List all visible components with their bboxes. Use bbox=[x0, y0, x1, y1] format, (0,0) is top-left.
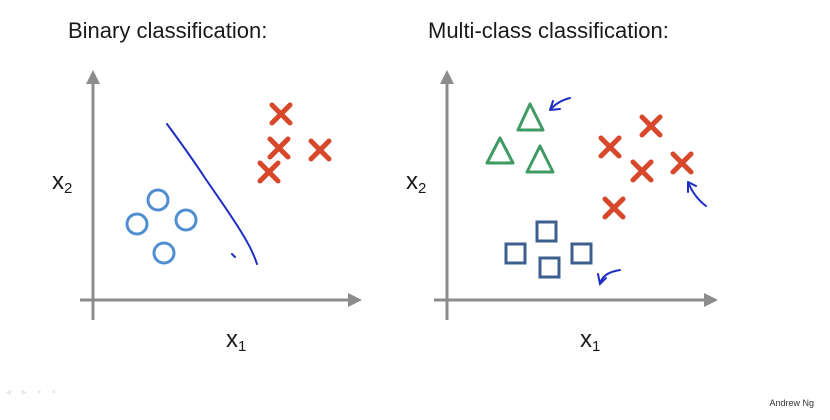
square-marker bbox=[538, 256, 561, 279]
arrow-up-icon bbox=[440, 70, 454, 84]
cross-marker bbox=[257, 160, 281, 184]
author-credit: Andrew Ng bbox=[769, 398, 814, 408]
circle-marker bbox=[146, 188, 170, 212]
triangle-marker bbox=[516, 102, 545, 132]
arrow-up-icon bbox=[86, 70, 100, 84]
circle-marker bbox=[152, 241, 176, 265]
axis-subscript: 2 bbox=[64, 180, 73, 197]
multiclass-axes bbox=[434, 70, 718, 320]
multiclass-title: Multi-class classification: bbox=[428, 18, 669, 43]
cross-marker bbox=[269, 102, 293, 126]
multiclass-x-axis-label: x1 bbox=[580, 326, 600, 355]
cross-marker bbox=[598, 135, 622, 159]
annotation-arrow-squares bbox=[597, 269, 621, 287]
multiclass-class-squares bbox=[504, 220, 593, 279]
cross-marker bbox=[602, 196, 626, 220]
cross-marker bbox=[630, 159, 654, 183]
axis-var: x bbox=[406, 168, 418, 195]
binary-y-axis-label: x2 bbox=[52, 168, 72, 197]
multiclass-class-crosses bbox=[598, 114, 694, 220]
binary-class-circles bbox=[125, 188, 198, 265]
arrow-right-icon bbox=[348, 293, 362, 307]
axis-var: x bbox=[226, 326, 238, 353]
axis-var: x bbox=[580, 326, 592, 353]
square-marker bbox=[570, 242, 593, 265]
binary-axes bbox=[80, 70, 362, 320]
binary-x-axis-label: x1 bbox=[226, 326, 246, 355]
pen-dot bbox=[231, 253, 236, 258]
cross-marker bbox=[308, 138, 332, 162]
circle-marker bbox=[125, 212, 149, 236]
player-controls-ghost: ◂ ▸ ▪ ▪ bbox=[6, 387, 60, 398]
arrow-right-icon bbox=[704, 293, 718, 307]
axis-subscript: 2 bbox=[418, 180, 427, 197]
cross-marker bbox=[267, 136, 291, 160]
triangle-marker bbox=[525, 144, 555, 174]
axis-subscript: 1 bbox=[238, 338, 247, 355]
annotation-arrow-triangles bbox=[549, 97, 571, 111]
annotation-arrow-crosses bbox=[687, 181, 707, 207]
triangle-marker bbox=[485, 136, 515, 165]
square-marker bbox=[504, 242, 527, 265]
cross-marker bbox=[670, 151, 694, 175]
square-marker bbox=[535, 220, 558, 243]
cross-marker bbox=[639, 114, 663, 138]
binary-class-crosses bbox=[257, 102, 332, 184]
circle-marker bbox=[174, 208, 198, 232]
multiclass-class-triangles bbox=[485, 102, 555, 174]
multiclass-y-axis-label: x2 bbox=[406, 168, 426, 197]
binary-title: Binary classification: bbox=[68, 18, 268, 43]
decision-boundary-stroke bbox=[166, 123, 258, 265]
axis-subscript: 1 bbox=[592, 338, 601, 355]
axis-var: x bbox=[52, 168, 64, 195]
